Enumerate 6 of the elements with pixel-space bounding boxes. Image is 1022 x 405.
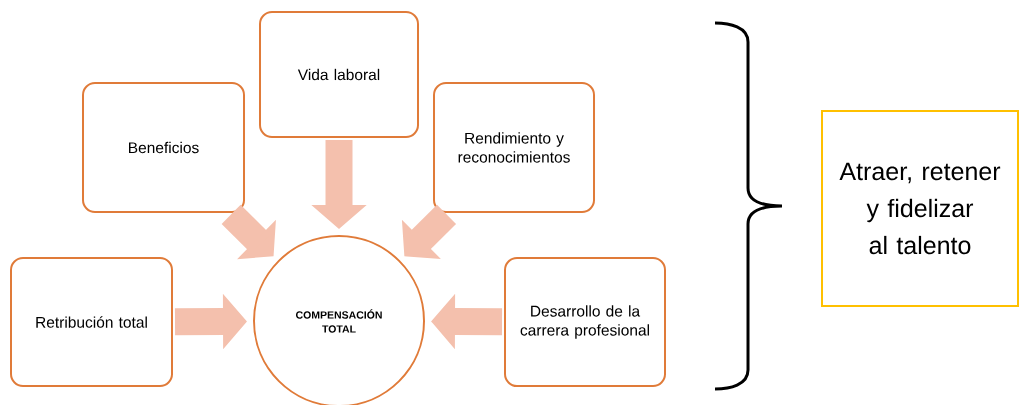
category-box: Beneficios	[82, 82, 245, 213]
goal-box: Atraer, retener y fidelizar al talento	[821, 110, 1019, 307]
category-box: Retribución total	[10, 257, 173, 387]
category-box: Vida laboral	[259, 11, 419, 138]
category-box: Desarrollo de la carrera profesional	[504, 257, 666, 387]
category-box: Rendimiento y reconocimientos	[433, 82, 595, 213]
